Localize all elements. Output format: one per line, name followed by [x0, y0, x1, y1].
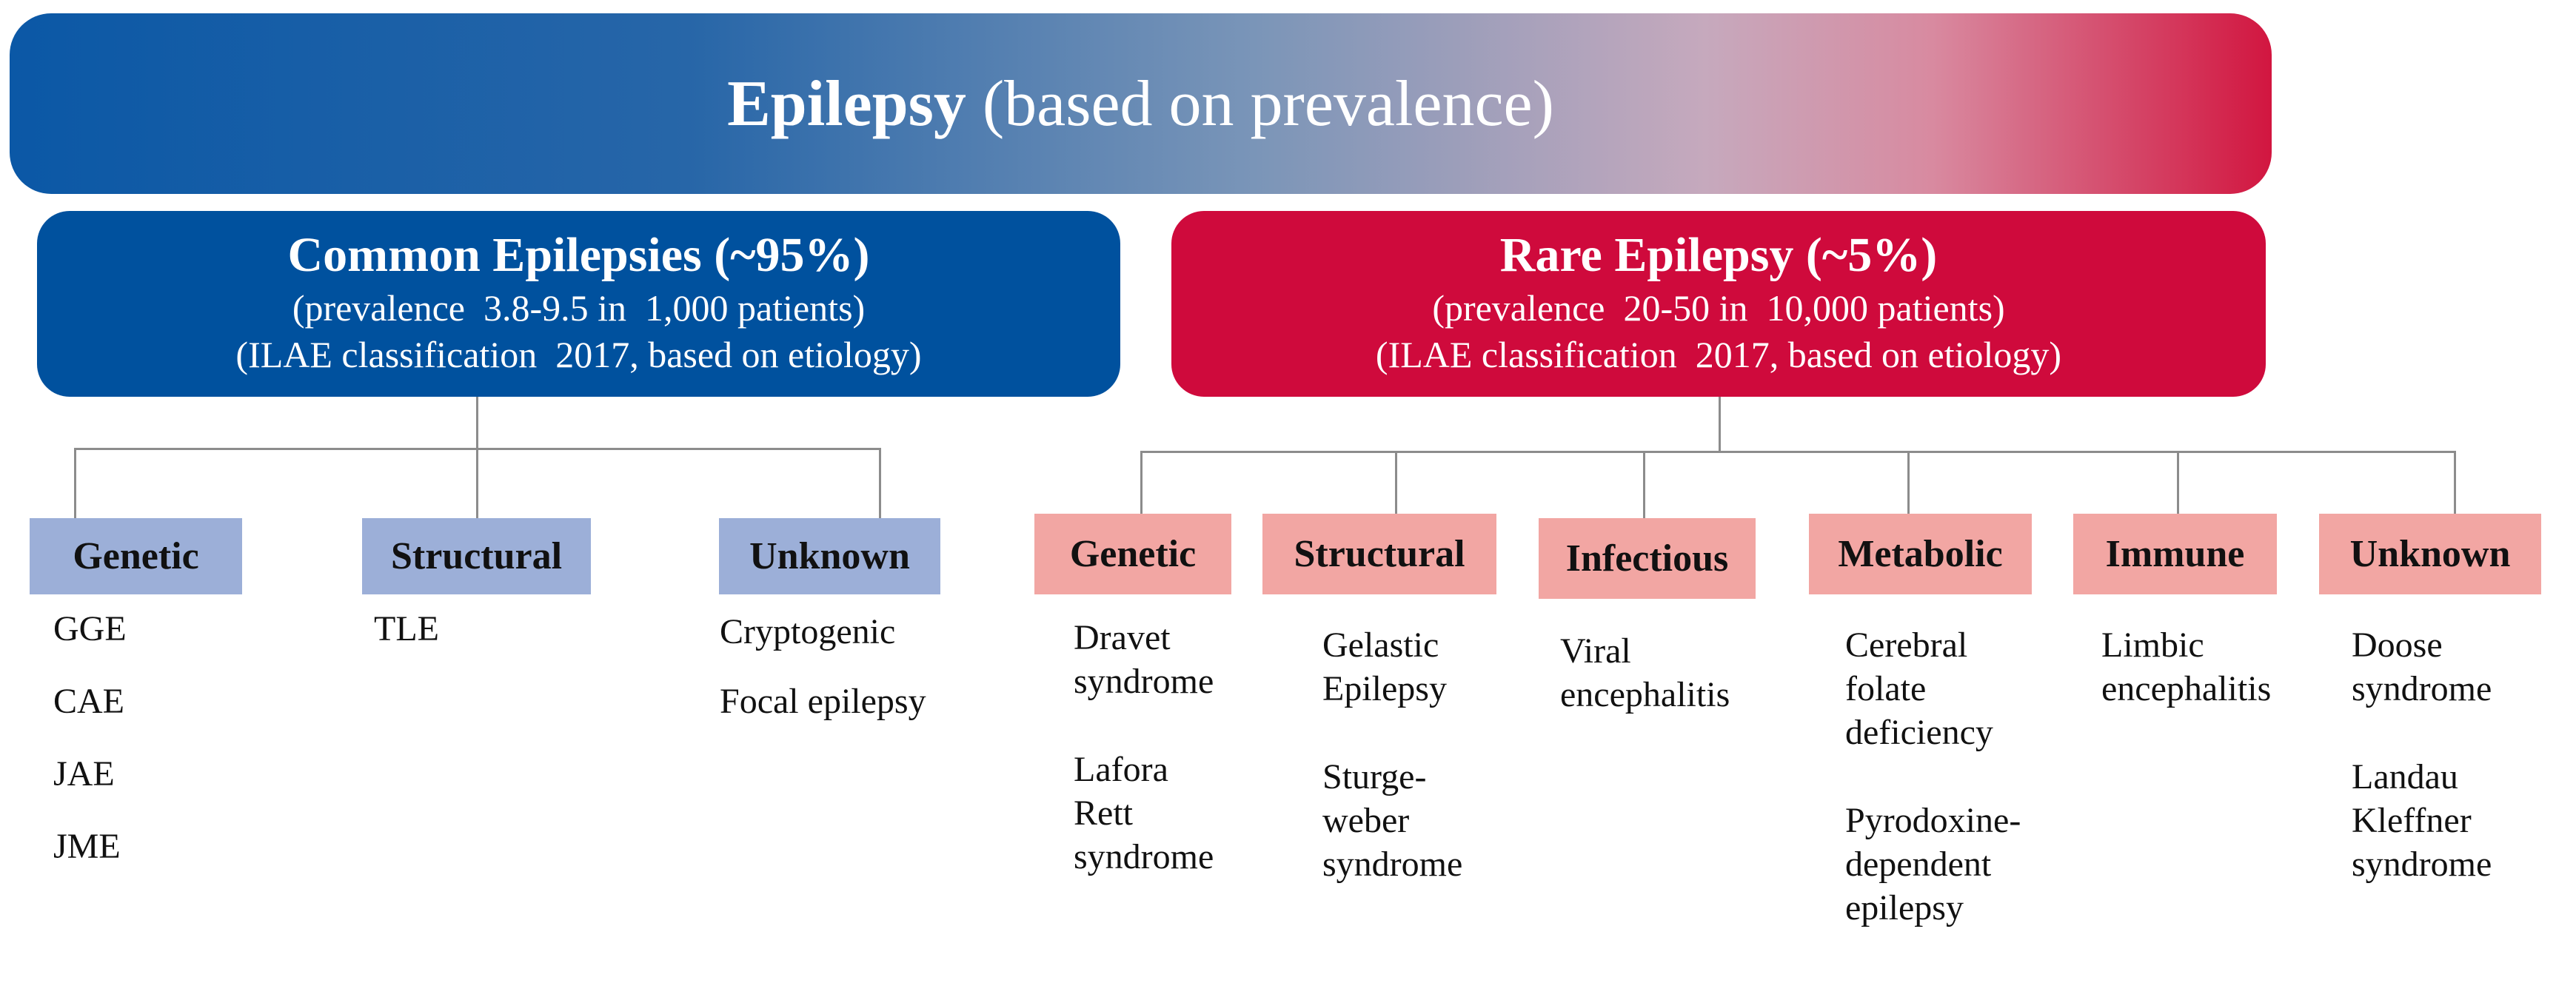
rare-connector-drop	[2177, 451, 2179, 518]
rare-infectious-items: Viral encephalitis	[1560, 629, 1730, 717]
list-item: Sturge-	[1322, 757, 1427, 796]
list-item: folate	[1845, 669, 1927, 708]
common-connector-drop	[476, 448, 478, 518]
list-item: JAE	[53, 754, 115, 794]
rare-connector-bar	[1140, 451, 2456, 453]
list-item: syndrome	[1322, 845, 1463, 884]
list-item: Kleffner	[2352, 801, 2472, 840]
common-structural-items: TLE	[374, 607, 439, 651]
rare-category-genetic: Genetic	[1034, 514, 1231, 594]
rare-immune-items: Limbic encephalitis	[2101, 623, 2271, 711]
rare-genetic-items: Dravet syndrome Lafora Rett syndrome	[1074, 616, 1214, 879]
rare-connector-drop	[1395, 451, 1397, 518]
common-classification-text: (ILAE classification 2017, based on etio…	[235, 334, 922, 375]
common-epilepsies-box: Common Epilepsies (~95%) (prevalence 3.8…	[37, 211, 1120, 397]
rare-category-infectious: Infectious	[1539, 518, 1756, 599]
list-item: epilepsy	[1845, 888, 1964, 927]
list-item: weber	[1322, 801, 1410, 840]
rare-category-immune: Immune	[2073, 514, 2277, 594]
list-item: Cerebral	[1845, 625, 1968, 665]
list-item: syndrome	[2352, 845, 2492, 884]
list-item: Cryptogenic	[720, 612, 896, 651]
list-item: Landau	[2352, 757, 2458, 796]
main-title-rest: (based on prevalence)	[966, 67, 1554, 140]
rare-epilepsy-box: Rare Epilepsy (~5%) (prevalence 20-50 in…	[1171, 211, 2266, 397]
list-item: Rett	[1074, 794, 1133, 833]
rare-unknown-items: Doose syndrome Landau Kleffner syndrome	[2352, 623, 2492, 886]
rare-connector-drop	[2454, 451, 2456, 518]
list-item: Viral	[1560, 631, 1631, 671]
rare-metabolic-items: Cerebral folate deficiency Pyrodoxine- d…	[1845, 623, 2021, 930]
common-unknown-items: Cryptogenic Focal epilepsy	[720, 610, 926, 723]
rare-connector-drop	[1140, 451, 1143, 518]
common-category-structural: Structural	[362, 518, 591, 594]
common-connector-drop	[879, 448, 881, 518]
list-item: Focal epilepsy	[720, 682, 926, 721]
list-item: GGE	[53, 609, 127, 648]
common-epilepsies-title: Common Epilepsies (~95%)	[287, 228, 870, 282]
common-connector-stem	[476, 397, 478, 449]
rare-category-structural: Structural	[1262, 514, 1496, 594]
list-item: CAE	[53, 682, 124, 721]
rare-epilepsy-title: Rare Epilepsy (~5%)	[1499, 228, 1938, 282]
main-title-bold: Epilepsy	[727, 67, 966, 140]
main-title-banner: Epilepsy (based on prevalence)	[10, 13, 2272, 194]
list-item: encephalitis	[2101, 669, 2272, 708]
rare-classification-text: (ILAE classification 2017, based on etio…	[1375, 334, 2062, 375]
list-item: syndrome	[1074, 662, 1214, 701]
rare-connector-stem	[1719, 397, 1721, 452]
rare-structural-items: Gelastic Epilepsy Sturge- weber syndrome	[1322, 623, 1462, 886]
list-item: syndrome	[2352, 669, 2492, 708]
list-item: syndrome	[1074, 837, 1214, 876]
rare-prevalence-text: (prevalence 20-50 in 10,000 patients)	[1432, 287, 2005, 329]
rare-connector-drop	[1643, 451, 1645, 526]
list-item: dependent	[1845, 845, 1992, 884]
common-category-genetic: Genetic	[30, 518, 242, 594]
list-item: TLE	[374, 609, 439, 648]
common-prevalence-text: (prevalence 3.8-9.5 in 1,000 patients)	[292, 287, 866, 329]
list-item: JME	[53, 827, 121, 866]
list-item: Pyrodoxine-	[1845, 801, 2021, 840]
rare-connector-drop	[1907, 451, 1910, 518]
list-item: Epilepsy	[1322, 669, 1447, 708]
common-category-unknown: Unknown	[719, 518, 940, 594]
rare-category-metabolic: Metabolic	[1809, 514, 2032, 594]
list-item: deficiency	[1845, 713, 1993, 752]
list-item: Doose	[2352, 625, 2443, 665]
list-item: encephalitis	[1560, 675, 1730, 714]
common-connector-drop	[74, 448, 76, 518]
list-item: Dravet	[1074, 618, 1171, 657]
common-genetic-items: GGE CAE JAE JME	[53, 607, 127, 868]
list-item: Limbic	[2101, 625, 2204, 665]
rare-category-unknown: Unknown	[2319, 514, 2541, 594]
list-item: Gelastic	[1322, 625, 1439, 665]
list-item: Lafora	[1074, 750, 1168, 789]
